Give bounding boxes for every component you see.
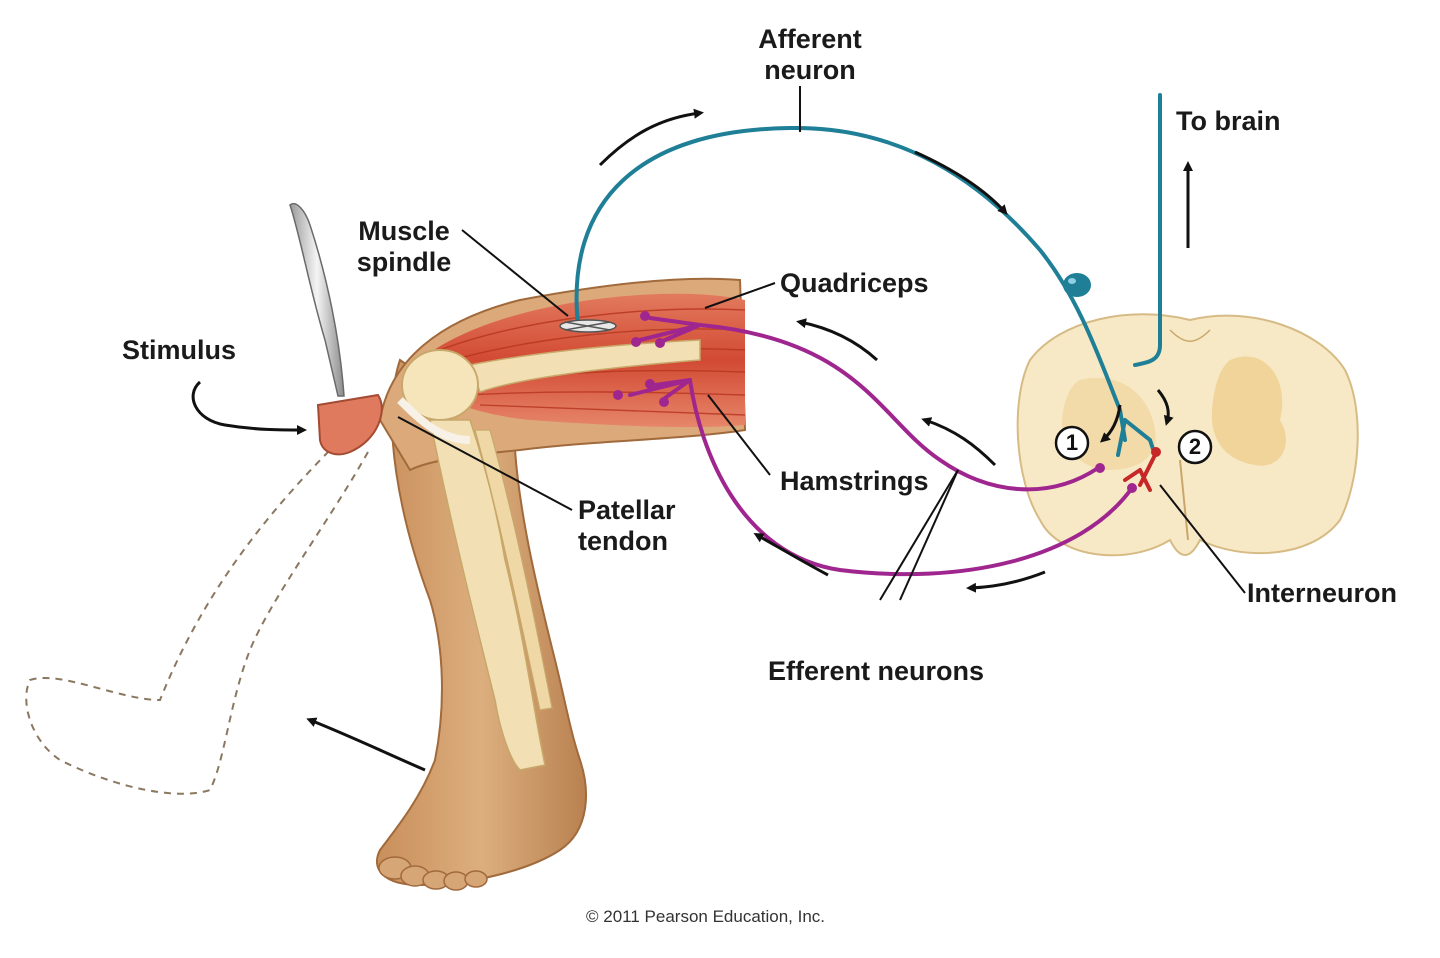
toes bbox=[378, 856, 488, 891]
copyright-notice: © 2011 Pearson Education, Inc. bbox=[586, 907, 826, 926]
leader-lines bbox=[397, 86, 1246, 601]
muscle-label-line2: spindle bbox=[356, 247, 452, 277]
patellar-label-line2: tendon bbox=[578, 526, 668, 556]
hamstrings-label: Hamstrings bbox=[780, 466, 929, 496]
efferent-terminals bbox=[613, 311, 1137, 493]
marker-1-label: 1 bbox=[1065, 430, 1079, 455]
afferent-neuron-label: Afferent neuron bbox=[740, 24, 880, 86]
patellar-tendon-label: Patellar tendon bbox=[578, 495, 676, 557]
muscle-label-line1: Muscle bbox=[358, 216, 450, 246]
muscle-spindle-label: Muscle spindle bbox=[348, 216, 460, 278]
patellar-label-line1: Patellar bbox=[578, 495, 676, 525]
fibula bbox=[474, 429, 553, 711]
kicked-leg-outline bbox=[25, 444, 369, 795]
patellar-tendon bbox=[397, 397, 471, 444]
efferent-neurons bbox=[628, 316, 1134, 577]
quadriceps-label: Quadriceps bbox=[780, 268, 929, 298]
to-brain-label: To brain bbox=[1176, 106, 1281, 136]
femur bbox=[468, 339, 701, 393]
marker-1-circle bbox=[1054, 425, 1090, 461]
afferent-label-line1: Afferent bbox=[758, 24, 862, 54]
efferent-neurons-label: Efferent neurons bbox=[768, 656, 985, 686]
afferent-neuron bbox=[574, 93, 1162, 457]
marker-2-label: 2 bbox=[1188, 434, 1202, 459]
marker-2-circle bbox=[1177, 429, 1213, 465]
interneuron-label: Interneuron bbox=[1247, 578, 1398, 608]
interneuron-cell bbox=[1123, 453, 1157, 492]
dorsal-root-ganglion bbox=[1063, 273, 1091, 297]
stimulus-label: Stimulus bbox=[122, 335, 237, 365]
afferent-label-line2: neuron bbox=[764, 55, 856, 85]
reflex-hammer bbox=[289, 203, 383, 456]
muscle-spindle bbox=[559, 319, 617, 333]
flow-arrows bbox=[191, 108, 1193, 772]
